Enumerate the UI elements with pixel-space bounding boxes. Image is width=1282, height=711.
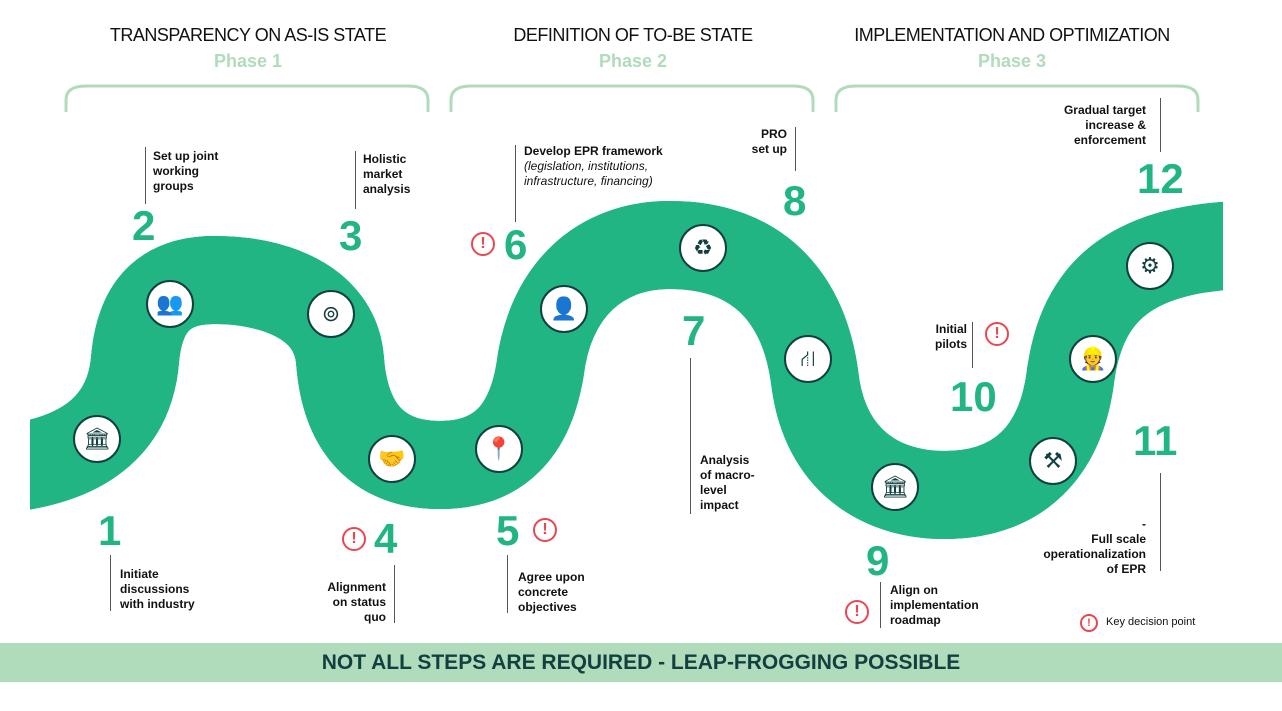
decision-point-icon: ! xyxy=(985,322,1009,346)
step-4-number: 4 xyxy=(374,515,398,562)
phase-2-title: DEFINITION OF TO-BE STATE xyxy=(513,25,753,45)
step-9-number: 9 xyxy=(866,537,890,584)
institution-icon: 🏛 xyxy=(73,415,121,463)
legend-decision-icon: ! xyxy=(1080,614,1098,632)
step-1-number: 1 xyxy=(98,507,122,554)
road-icon: ⛙ xyxy=(784,335,832,383)
phase-1-title: TRANSPARENCY ON AS-IS STATE xyxy=(109,25,387,45)
phase-2-bracket xyxy=(449,84,815,112)
step-6-number: 6 xyxy=(504,221,528,268)
step-8-number: 8 xyxy=(783,177,807,224)
meeting-icon: 👥 xyxy=(146,280,194,328)
target-gear-icon: ⚙ xyxy=(1126,242,1174,290)
phase-3-bracket xyxy=(834,84,1200,112)
legend-label: Key decision point xyxy=(1106,616,1196,628)
step-10-number: 10 xyxy=(950,373,997,420)
institution-icon: 🏛 xyxy=(871,463,919,511)
binoculars-icon: ⊚ xyxy=(307,290,355,338)
step-12-number: 12 xyxy=(1137,155,1184,202)
step-2-number: 2 xyxy=(132,202,156,249)
decision-point-icon: ! xyxy=(471,232,495,256)
tools-icon: ⚒ xyxy=(1029,437,1077,485)
phase-3-title: IMPLEMENTATION AND OPTIMIZATION xyxy=(854,25,1170,45)
head-gear-icon: 👤 xyxy=(540,285,588,333)
phase-1-label: Phase 1 xyxy=(213,51,283,71)
phase-2-label: Phase 2 xyxy=(598,51,668,71)
worker-gear-icon: 👷 xyxy=(1069,335,1117,383)
step-3-number: 3 xyxy=(339,212,363,259)
step-7-number: 7 xyxy=(682,307,706,354)
recycle-icon: ♻ xyxy=(679,224,727,272)
decision-point-icon: ! xyxy=(845,600,869,624)
phase-3-label: Phase 3 xyxy=(977,51,1047,71)
map-pin-icon: 📍 xyxy=(475,425,523,473)
decision-point-icon: ! xyxy=(342,527,366,551)
step-5-number: 5 xyxy=(496,507,520,554)
step-6-label: Develop EPR framework(legislation, insti… xyxy=(524,144,663,188)
decision-point-icon: ! xyxy=(533,518,557,542)
phase-1-bracket xyxy=(64,84,430,112)
handshake-icon: 🤝 xyxy=(368,435,416,483)
banner: NOT ALL STEPS ARE REQUIRED - LEAP-FROGGI… xyxy=(0,643,1282,682)
step-11-number: 11 xyxy=(1133,417,1178,464)
